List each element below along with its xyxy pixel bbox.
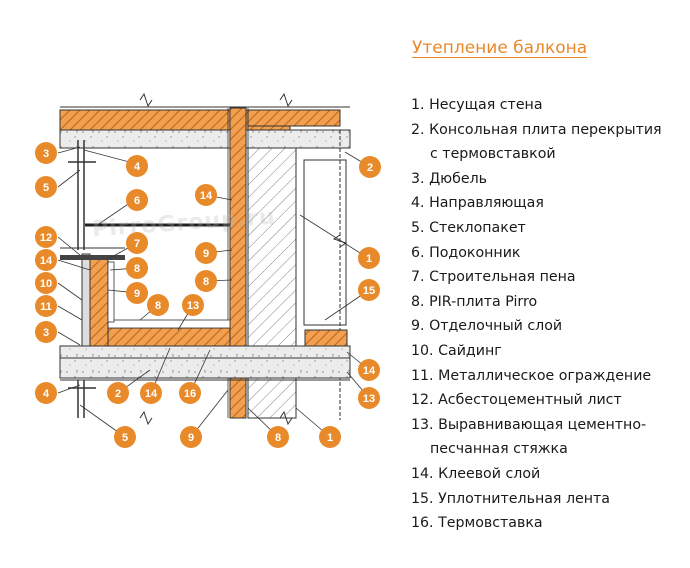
svg-text:1: 1 — [327, 432, 333, 444]
svg-text:9: 9 — [134, 288, 140, 300]
legend-item: 10. Сайдинг — [411, 342, 502, 359]
parapet — [60, 247, 125, 347]
legend-list: 1. Несущая стена 2. Консольная плита пер… — [411, 93, 662, 536]
callout-14-bottom: 14 — [140, 382, 162, 404]
svg-text:12: 12 — [40, 232, 52, 244]
callout-1-bottom: 1 — [319, 426, 341, 448]
svg-text:9: 9 — [188, 432, 194, 444]
callout-4-top: 4 — [126, 155, 148, 177]
callout-14-wall: 14 — [195, 184, 217, 206]
callout-7: 7 — [126, 232, 148, 254]
callout-8-bottom: 8 — [267, 426, 289, 448]
callout-5-top: 5 — [35, 176, 57, 198]
callout-9-bottom: 9 — [180, 426, 202, 448]
svg-text:3: 3 — [43, 148, 49, 160]
svg-text:13: 13 — [363, 393, 375, 405]
svg-text:9: 9 — [203, 248, 209, 260]
legend-item: 15. Уплотнительная лента — [411, 490, 610, 507]
svg-text:1: 1 — [366, 253, 372, 265]
callout-8-c: 8 — [195, 270, 217, 292]
svg-text:14: 14 — [363, 365, 376, 377]
callout-15: 15 — [358, 279, 380, 301]
break-marks — [139, 92, 348, 426]
svg-text:2: 2 — [115, 388, 121, 400]
svg-text:5: 5 — [122, 432, 128, 444]
lower-slab — [59, 319, 351, 381]
svg-text:8: 8 — [203, 276, 209, 288]
svg-text:8: 8 — [134, 263, 140, 275]
callout-13-left: 13 — [182, 294, 204, 316]
legend-item: 1. Несущая стена — [411, 97, 543, 113]
legend-item: 12. Асбестоцементный лист — [411, 392, 622, 409]
legend-item: 14. Клеевой слой — [411, 465, 541, 482]
svg-text:14: 14 — [145, 388, 158, 400]
page-title: Утепление балкона — [412, 38, 588, 58]
window-frame — [68, 140, 230, 418]
callout-13-right: 13 — [358, 387, 380, 409]
callout-8-a: 8 — [126, 257, 148, 279]
svg-text:8: 8 — [275, 432, 281, 444]
callouts: 3 4 5 6 12 7 14 8 10 9 11 8 13 3 14 9 8 … — [35, 142, 381, 448]
callout-14-left: 14 — [35, 249, 57, 271]
legend-item: 3. Дюбель — [411, 170, 487, 187]
callout-4-bottom: 4 — [35, 382, 57, 404]
svg-text:13: 13 — [187, 300, 199, 312]
callout-16: 16 — [179, 382, 201, 404]
callout-2-bottom: 2 — [107, 382, 129, 404]
callout-10: 10 — [35, 272, 57, 294]
callout-9-a: 9 — [126, 282, 148, 304]
svg-text:4: 4 — [43, 388, 50, 400]
callout-2-right: 2 — [359, 156, 381, 178]
svg-text:15: 15 — [363, 285, 375, 297]
legend-item: 9. Отделочный слой — [411, 318, 563, 335]
legend-item: 4. Направляющая — [411, 195, 544, 212]
svg-text:11: 11 — [40, 301, 52, 313]
callout-12: 12 — [35, 226, 57, 248]
callout-3-top: 3 — [35, 142, 57, 164]
svg-text:5: 5 — [43, 182, 49, 194]
load-bearing-wall — [247, 130, 347, 420]
callout-8-b: 8 — [147, 294, 169, 316]
svg-text:2: 2 — [367, 162, 373, 174]
legend-item: 7. Строительная пена — [411, 269, 576, 286]
balcony-section-drawing: 3 4 5 6 12 7 14 8 10 9 11 8 13 3 14 9 8 … — [35, 92, 381, 448]
svg-text:14: 14 — [200, 190, 213, 202]
callout-6: 6 — [126, 189, 148, 211]
legend-item: 13. Выравнивающая цементно-песчанная стя… — [411, 416, 647, 458]
legend-item: 5. Стеклопакет — [411, 219, 526, 236]
svg-text:16: 16 — [184, 388, 196, 400]
legend-item: 8. PIR-плита Pirro — [411, 293, 538, 310]
upper-slab — [59, 106, 351, 149]
svg-text:14: 14 — [40, 255, 53, 267]
callout-9-b: 9 — [195, 242, 217, 264]
callout-5-bottom: 5 — [114, 426, 136, 448]
legend-item: 16. Термовставка — [411, 515, 543, 532]
callout-14-right: 14 — [358, 359, 380, 381]
svg-text:10: 10 — [40, 278, 52, 290]
svg-text:3: 3 — [43, 327, 49, 339]
callout-1-right: 1 — [358, 247, 380, 269]
callout-3-bottom: 3 — [35, 321, 57, 343]
svg-text:4: 4 — [134, 161, 141, 173]
legend-item: 11. Металлическое ограждение — [411, 367, 652, 384]
svg-text:6: 6 — [134, 195, 140, 207]
legend-item: 6. Подоконник — [411, 244, 521, 261]
svg-text:7: 7 — [134, 238, 140, 250]
callout-11: 11 — [35, 295, 57, 317]
svg-text:8: 8 — [155, 300, 161, 312]
